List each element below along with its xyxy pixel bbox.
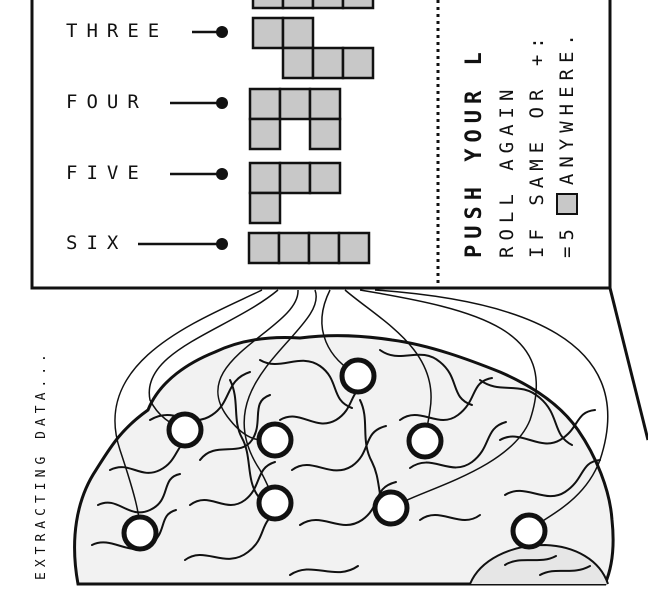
row-label-six: SIX xyxy=(66,232,128,254)
brain-node[interactable] xyxy=(256,421,294,459)
wire xyxy=(359,289,537,509)
brain-fold xyxy=(97,473,181,514)
brain-fold xyxy=(299,481,397,526)
brain-fold xyxy=(504,459,601,498)
brain-fold xyxy=(199,394,271,461)
brain-fold xyxy=(499,409,596,445)
block-cell[interactable] xyxy=(278,161,312,195)
brain-illustration xyxy=(73,334,615,586)
row-connector-dot xyxy=(216,26,228,38)
row-label-four: FOUR xyxy=(66,91,148,113)
block-cell[interactable] xyxy=(247,231,281,265)
status-extracting: EXTRACTING DATA... xyxy=(34,349,49,580)
instructions-line-3-suffix: ANYWHERE. xyxy=(556,28,578,186)
pointer-line xyxy=(608,287,648,441)
block-cell[interactable] xyxy=(281,16,315,50)
block-cell[interactable] xyxy=(277,231,311,265)
instructions-line-3: =5 ANYWHERE. xyxy=(556,28,578,258)
brain-fold xyxy=(419,514,481,521)
brain-node[interactable] xyxy=(256,484,294,522)
block-cell[interactable] xyxy=(308,161,342,195)
instructions-line-2: IF SAME OR +: xyxy=(526,31,548,258)
brain-fold xyxy=(291,425,387,472)
brain-outline xyxy=(73,334,615,586)
block-cell[interactable] xyxy=(307,231,341,265)
block-cell[interactable] xyxy=(341,46,375,80)
block-cell-icon xyxy=(556,193,578,216)
brain-node[interactable] xyxy=(166,411,204,449)
wire xyxy=(114,289,263,533)
brain-fold xyxy=(289,565,359,576)
block-cell[interactable] xyxy=(251,16,285,50)
block-cell[interactable] xyxy=(308,117,342,151)
brain-fold xyxy=(479,379,573,446)
block-cell[interactable] xyxy=(248,161,282,195)
instructions-line-1: ROLL AGAIN xyxy=(496,83,518,258)
row-label-five: FIVE xyxy=(66,162,148,184)
brain-node[interactable] xyxy=(406,422,444,460)
brain-fold xyxy=(409,421,507,469)
brain-fold xyxy=(184,511,281,561)
score-rows xyxy=(138,16,375,265)
brain-node[interactable] xyxy=(121,514,159,552)
brain-fold xyxy=(149,371,251,421)
block-cell[interactable] xyxy=(248,87,282,121)
row-connector-dot xyxy=(216,238,228,250)
block-cell[interactable] xyxy=(337,231,371,265)
brain-node-group xyxy=(121,357,548,552)
cropped-top-row xyxy=(251,0,375,10)
block-cell[interactable] xyxy=(278,87,312,121)
block-cell[interactable] xyxy=(281,46,315,80)
brain-node[interactable] xyxy=(510,512,548,550)
wire xyxy=(374,289,609,531)
brain-fold xyxy=(189,461,276,506)
brain-fold xyxy=(399,377,493,421)
row-connector-dot xyxy=(216,168,228,180)
brain-fold xyxy=(379,349,473,406)
brain-fold xyxy=(229,379,259,497)
block-cell[interactable] xyxy=(248,117,282,151)
block-cell[interactable] xyxy=(248,191,282,225)
block-cell[interactable] xyxy=(311,46,345,80)
brain-fold xyxy=(259,359,353,409)
row-connector-dot xyxy=(216,97,228,109)
block-cell[interactable] xyxy=(308,87,342,121)
brain-fold xyxy=(504,555,591,576)
instructions-line-3-prefix: =5 xyxy=(556,223,578,258)
row-label-three: THREE xyxy=(66,20,169,42)
cerebellum xyxy=(469,543,609,585)
brain-node[interactable] xyxy=(372,489,410,527)
instructions-title: PUSH YOUR L xyxy=(462,46,487,258)
brain-node[interactable] xyxy=(339,357,377,395)
